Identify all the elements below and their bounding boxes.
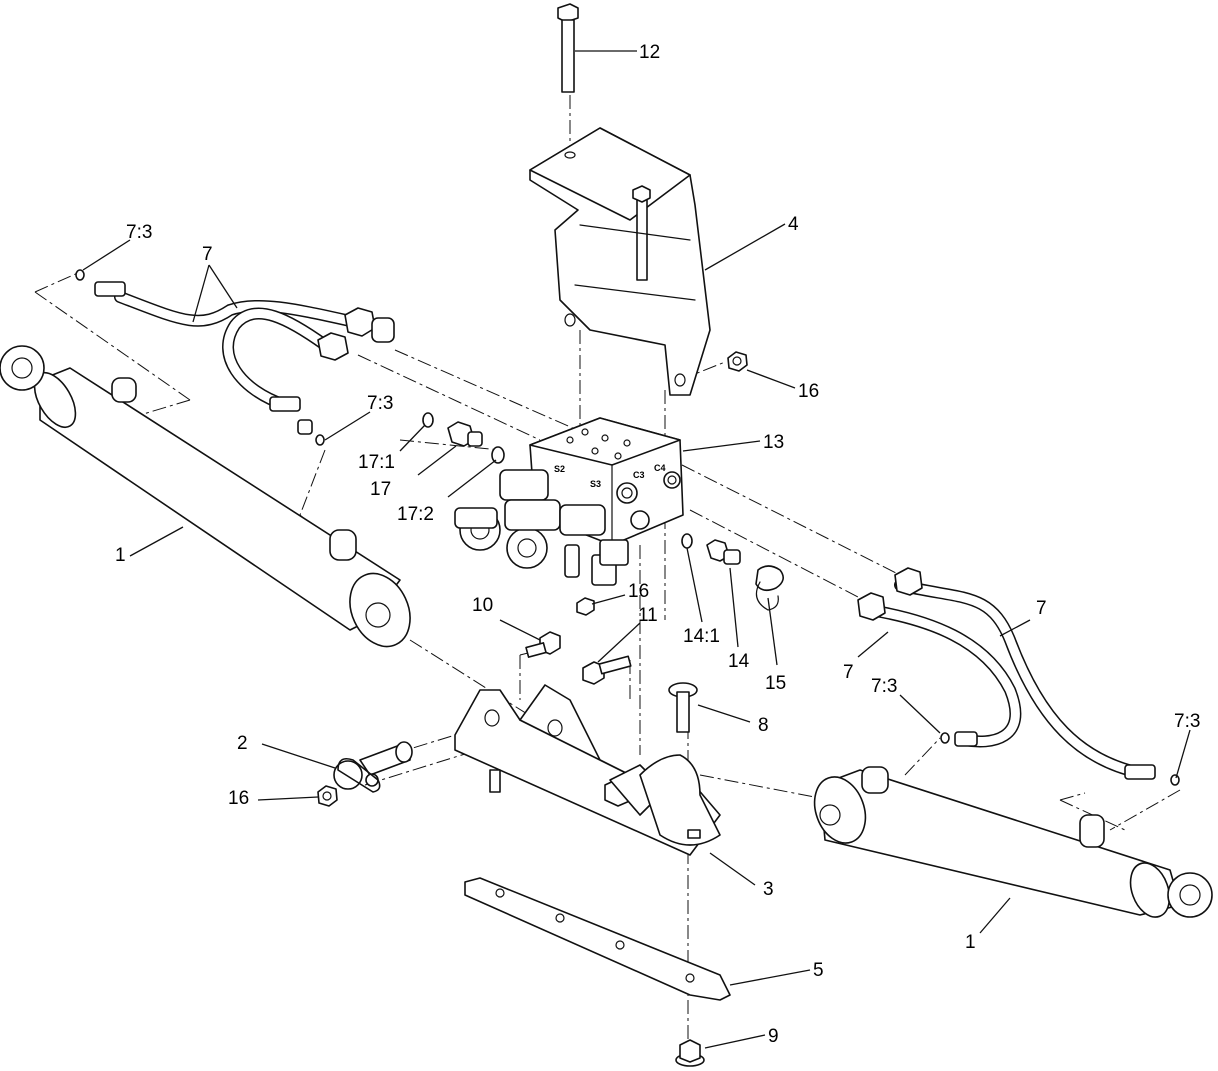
callout-7-b: 7 — [1036, 598, 1047, 619]
callout-1-right: 1 — [965, 932, 976, 953]
bolt-12 — [557, 3, 579, 93]
callout-16-top: 16 — [798, 381, 819, 402]
callout-8: 8 — [758, 715, 769, 736]
hose-assembly-7-left — [75, 269, 395, 446]
callout-17-2: 17:2 — [397, 504, 434, 525]
callout-16-bottom: 16 — [228, 788, 249, 809]
callout-10: 10 — [472, 595, 493, 616]
valve-marking-c4: C4 — [654, 463, 666, 473]
callout-14: 14 — [728, 651, 750, 672]
callout-16-mid: 16 — [628, 581, 649, 602]
callout-7-3-c: 7:3 — [871, 676, 897, 697]
mounting-bracket-4 — [529, 127, 711, 396]
flange-nut-9 — [675, 1039, 705, 1067]
nut-16-bottom — [317, 785, 338, 807]
callout-9: 9 — [768, 1026, 779, 1047]
callout-17: 17 — [370, 479, 391, 500]
callout-2: 2 — [237, 733, 248, 754]
callout-7-3-a: 7:3 — [126, 222, 152, 243]
callout-7-c: 7 — [843, 662, 854, 683]
nut-16-mid — [576, 597, 595, 616]
callout-12: 12 — [639, 42, 660, 63]
nut-16-top — [727, 351, 748, 372]
fitting-14-group — [681, 533, 784, 611]
callout-14-1: 14:1 — [683, 626, 720, 647]
callout-11: 11 — [638, 605, 658, 626]
callout-7-3-b: 7:3 — [367, 393, 393, 414]
callout-7-3-d: 7:3 — [1174, 711, 1200, 732]
bolt-10 — [525, 631, 561, 658]
hose-assembly-7-right — [857, 567, 1180, 786]
bolt-11 — [582, 655, 632, 685]
callout-17-1: 17:1 — [358, 452, 395, 473]
callout-3: 3 — [763, 879, 774, 900]
hydraulic-cylinder-1-right — [813, 766, 1213, 918]
callout-15: 15 — [765, 673, 786, 694]
callout-13: 13 — [763, 432, 784, 453]
valve-marking-s3: S3 — [590, 479, 601, 489]
fitting-17-group — [422, 412, 505, 464]
valve-marking-c3: C3 — [633, 470, 645, 480]
pin-2 — [333, 741, 413, 793]
callout-4: 4 — [788, 214, 799, 235]
valve-marking-s2: S2 — [554, 464, 565, 474]
callout-1-left: 1 — [115, 545, 126, 566]
callout-5: 5 — [813, 960, 824, 981]
callout-labels: 12 4 16 13 7:3 7 7:3 17:1 17 17:2 1 16 1… — [115, 42, 1200, 1047]
callout-7-a: 7 — [202, 244, 213, 265]
center-mount-bracket-3 — [454, 684, 721, 856]
plate-5 — [464, 877, 731, 1001]
valve-block-13: S2 S3 C3 C4 — [454, 417, 684, 586]
clevis-pin-8 — [668, 682, 698, 733]
hydraulic-cylinder-1-left — [0, 345, 411, 648]
leader-lines — [82, 50, 1191, 1049]
